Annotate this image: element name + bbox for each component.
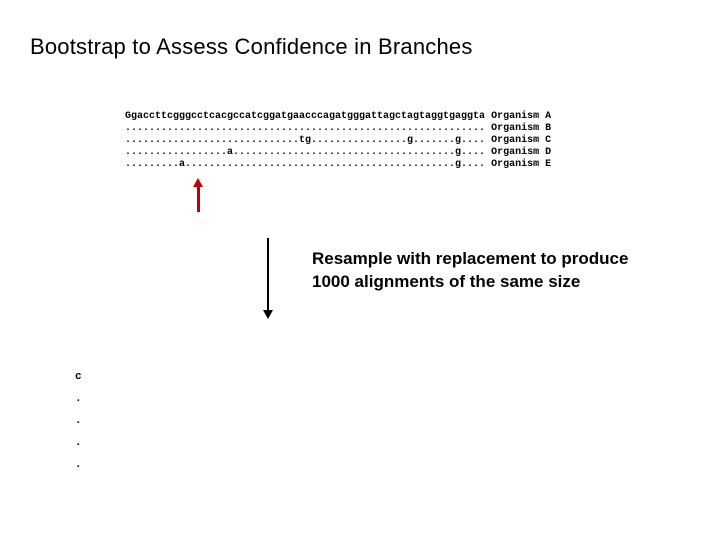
alignment-row-organism-e: .........a..............................… bbox=[125, 159, 551, 171]
red-arrow-shaft bbox=[197, 186, 200, 212]
sequence-text: Ggaccttcgggcctcacgccatcggatgaacccagatggg… bbox=[125, 111, 486, 122]
column-char: . bbox=[75, 393, 82, 405]
sequence-alignment-block: Ggaccttcgggcctcacgccatcggatgaacccagatggg… bbox=[125, 111, 551, 171]
sequence-text: .........a..............................… bbox=[125, 159, 486, 170]
column-char: . bbox=[75, 459, 82, 471]
red-arrowhead bbox=[193, 178, 203, 187]
organism-label: Organism B bbox=[491, 123, 552, 134]
sequence-text: .................a......................… bbox=[125, 147, 486, 158]
column-char: c bbox=[75, 371, 82, 383]
caption-line-2: 1000 alignments of the same size bbox=[312, 272, 581, 291]
caption-line-1: Resample with replacement to produce bbox=[312, 249, 629, 268]
alignment-row-organism-a: Ggaccttcgggcctcacgccatcggatgaacccagatggg… bbox=[125, 111, 551, 123]
slide-title: Bootstrap to Assess Confidence in Branch… bbox=[30, 34, 473, 59]
sequence-text: .............................tg.........… bbox=[125, 135, 486, 146]
column-char: . bbox=[75, 415, 82, 427]
organism-label: Organism E bbox=[491, 159, 552, 170]
black-arrow-shaft bbox=[267, 238, 269, 311]
organism-label: Organism A bbox=[491, 111, 552, 122]
black-arrowhead bbox=[263, 310, 273, 319]
alignment-row-organism-b: ........................................… bbox=[125, 123, 551, 135]
organism-label: Organism C bbox=[491, 135, 552, 146]
column-char: . bbox=[75, 437, 82, 449]
red-up-arrow-icon bbox=[192, 178, 204, 212]
organism-label: Organism D bbox=[491, 147, 552, 158]
bootstrap-alignment-start-column: c . . . . bbox=[75, 366, 82, 476]
alignment-row-organism-c: .............................tg.........… bbox=[125, 135, 551, 147]
black-down-arrow-icon bbox=[262, 238, 274, 320]
alignment-row-organism-d: .................a......................… bbox=[125, 147, 551, 159]
resample-caption: Resample with replacement to produce 100… bbox=[312, 247, 628, 293]
sequence-text: ........................................… bbox=[125, 123, 486, 134]
